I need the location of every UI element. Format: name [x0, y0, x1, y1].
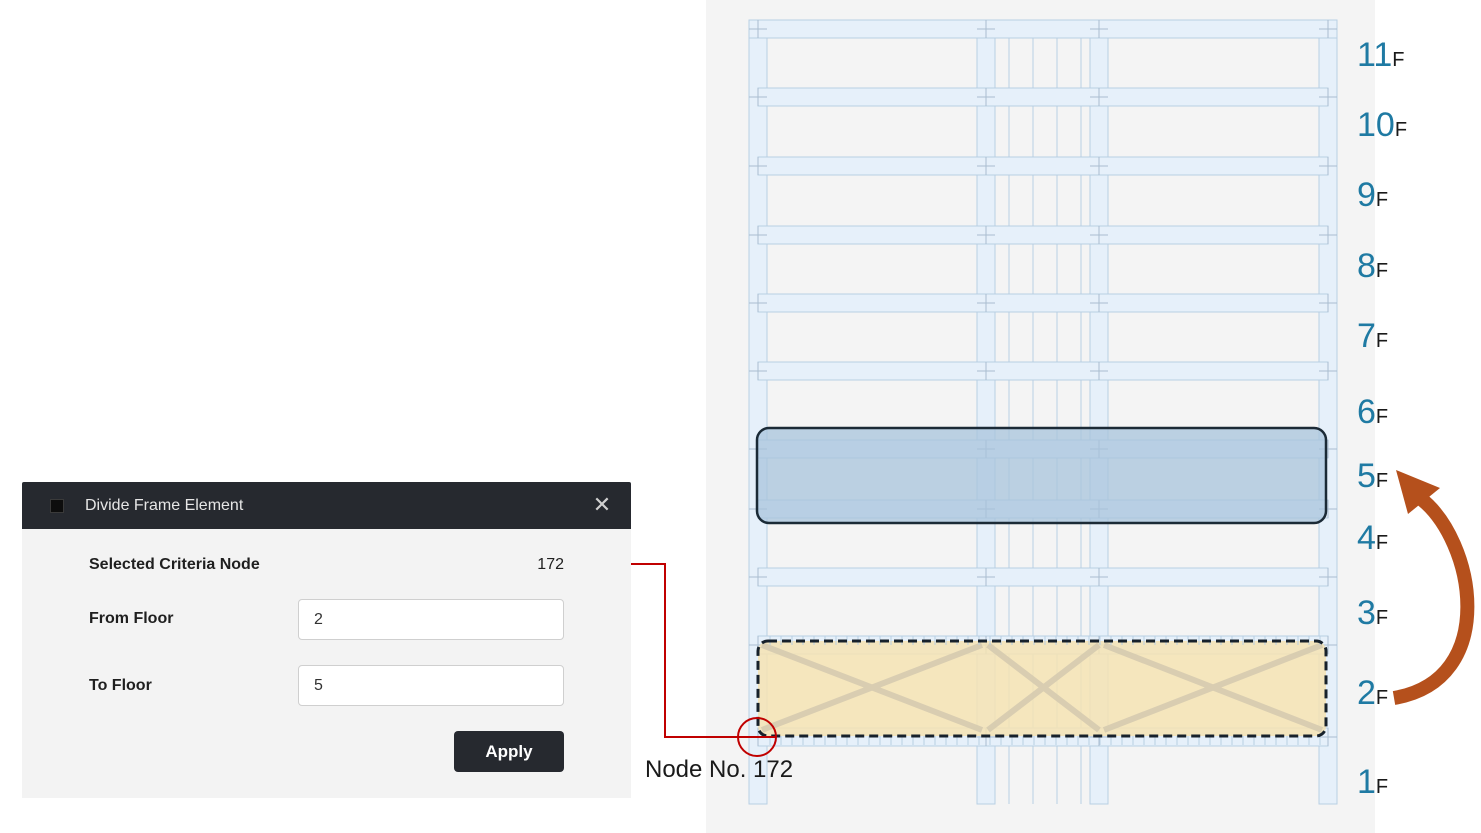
joint-1-3: [1319, 88, 1337, 106]
app-icon: [50, 499, 64, 513]
divide-frame-element-dialog: Divide Frame Element ✕ Selected Criteria…: [22, 482, 631, 798]
joint-0-3: [1319, 20, 1337, 38]
to-floor-input[interactable]: [298, 665, 564, 706]
joint-5-2: [1090, 362, 1108, 380]
frame-columns: [748, 19, 1338, 805]
roof-beam: [748, 19, 1338, 39]
floor-label-5: 5F: [1357, 457, 1389, 495]
floor-label-3: 3F: [1357, 594, 1389, 632]
beam-7: [757, 567, 1329, 587]
floor-label-6: 6F: [1357, 393, 1389, 431]
joint-3-1: [977, 226, 995, 244]
from-floor-label: From Floor: [89, 610, 174, 627]
floor-label-8: 8F: [1357, 247, 1389, 285]
beam-0: [757, 87, 1329, 107]
floor-label-10: 10F: [1357, 106, 1408, 144]
joint-0-0: [749, 20, 767, 38]
close-icon[interactable]: ✕: [592, 492, 612, 517]
beam-3: [757, 293, 1329, 313]
beam-4: [757, 361, 1329, 381]
joint-8-2: [1090, 568, 1108, 586]
joint-4-2: [1090, 294, 1108, 312]
floor-label-1: 1F: [1357, 763, 1389, 801]
joint-10-3: [1319, 728, 1337, 746]
joint-4-3: [1319, 294, 1337, 312]
beam-1: [757, 156, 1329, 176]
joint-2-0: [749, 157, 767, 175]
to-floor-label: To Floor: [89, 677, 152, 694]
joint-2-2: [1090, 157, 1108, 175]
joint-8-1: [977, 568, 995, 586]
joint-2-1: [977, 157, 995, 175]
floor-label-2: 2F: [1357, 674, 1389, 712]
joint-4-0: [749, 294, 767, 312]
source-floor-outline[interactable]: [756, 639, 1328, 738]
joint-3-2: [1090, 226, 1108, 244]
joint-8-0: [749, 568, 767, 586]
joint-2-3: [1319, 157, 1337, 175]
dialog-titlebar[interactable]: Divide Frame Element ✕: [22, 482, 631, 529]
joint-4-1: [977, 294, 995, 312]
joint-1-1: [977, 88, 995, 106]
joint-3-3: [1319, 226, 1337, 244]
joint-5-0: [749, 362, 767, 380]
floor-label-11: 11F: [1357, 36, 1405, 74]
node-number-label: Node No. 172: [645, 756, 794, 783]
joint-0-2: [1090, 20, 1108, 38]
criteria-node-value: 172: [537, 556, 564, 573]
joint-0-1: [977, 20, 995, 38]
floor-label-4: 4F: [1357, 519, 1389, 557]
joint-1-0: [749, 88, 767, 106]
joint-8-3: [1319, 568, 1337, 586]
criteria-node-label: Selected Criteria Node: [89, 556, 260, 573]
braced-level-2f: [756, 636, 1328, 745]
dialog-title: Divide Frame Element: [85, 497, 244, 514]
floor-label-7: 7F: [1357, 317, 1389, 355]
floor-label-9: 9F: [1357, 176, 1389, 214]
beam-2: [757, 225, 1329, 245]
copy-direction-arrow: [1392, 470, 1475, 705]
joint-1-2: [1090, 88, 1108, 106]
apply-button[interactable]: Apply: [454, 731, 564, 772]
joint-5-3: [1319, 362, 1337, 380]
target-floor-highlight[interactable]: [755, 426, 1328, 525]
joint-5-1: [977, 362, 995, 380]
from-floor-input[interactable]: [298, 599, 564, 640]
joint-3-0: [749, 226, 767, 244]
